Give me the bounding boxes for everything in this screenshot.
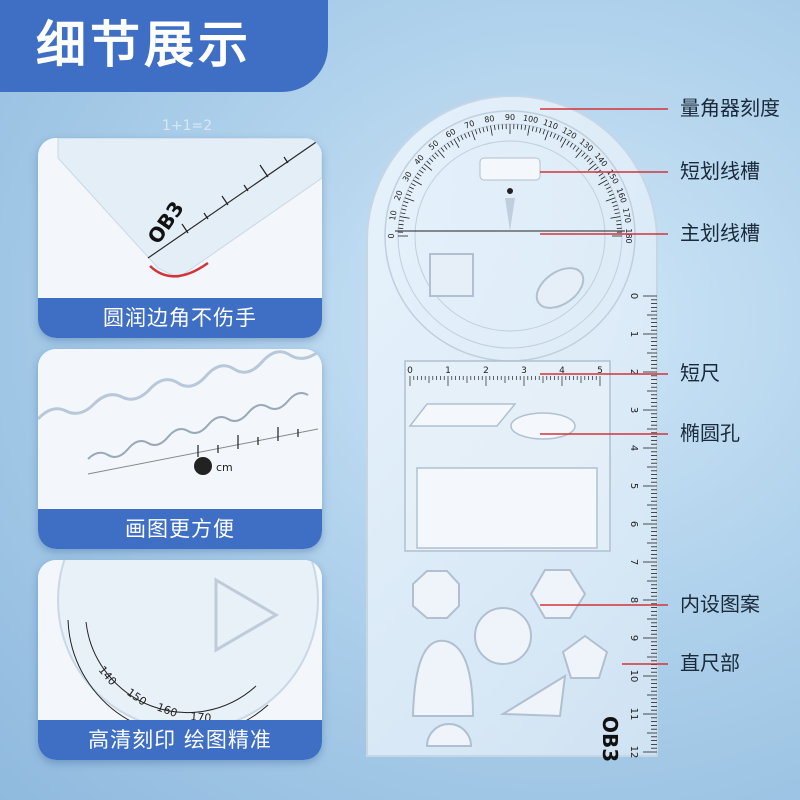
detail-panel-corner: OB3 圆润边角不伤手 (38, 138, 322, 338)
main-scale-label: 2 (628, 369, 639, 375)
arch-template (411, 639, 475, 717)
octagon-template (412, 570, 460, 619)
detail-panel-drawing: cm 画图更方便 (38, 349, 322, 549)
parallelogram-cutout (408, 403, 517, 427)
short-ruler-label: 2 (483, 366, 489, 376)
pentagon-template (561, 634, 609, 679)
short-ruler: 0 1 2 3 4 5 (404, 360, 611, 552)
brand-mark-text: OB3 (598, 716, 622, 762)
short-ruler-label: 4 (559, 366, 565, 376)
caption-drawing: 画图更方便 (38, 509, 322, 549)
protractor-label: 70 (463, 119, 476, 131)
main-scale-label: 12 (628, 746, 639, 759)
callout-ellipse-hole: 椭圆孔 (680, 421, 740, 445)
short-ruler-label: 3 (521, 366, 527, 376)
main-scale-label: 1 (628, 331, 639, 337)
circle-template (474, 607, 532, 665)
built-in-templates (411, 569, 609, 747)
protractor-label: 100 (522, 114, 539, 126)
protractor-label: 60 (444, 127, 457, 140)
protractor-label: 10 (388, 210, 399, 222)
main-scale-label: 4 (628, 445, 639, 451)
main-scale-label: 10 (628, 670, 639, 683)
main-scale-label: 0 (628, 293, 639, 299)
unit-label: cm (216, 461, 233, 474)
main-scale-label: 6 (628, 521, 639, 527)
protractor-label: 30 (401, 170, 414, 183)
main-scale-label: 8 (628, 597, 639, 603)
callout-straight-ruler: 直尺部 (680, 651, 740, 675)
oval-cutout (535, 267, 585, 309)
callout-short-ruler: 短尺 (680, 361, 720, 385)
main-scale-label: 11 (628, 708, 639, 721)
short-ruler-label: 1 (445, 366, 451, 376)
main-scale-label: 3 (628, 407, 639, 413)
protractor-label: 20 (393, 189, 405, 202)
short-groove (479, 157, 541, 181)
hexagon-template (529, 569, 587, 619)
detail-panel-engraving: 150 160 170 140 高清刻印 绘图精准 (38, 560, 322, 760)
callout-main-groove: 主划线槽 (680, 221, 760, 245)
protractor-label: 180 (624, 228, 633, 243)
short-ruler-label: 0 (407, 366, 413, 376)
protractor-label: 90 (505, 113, 515, 122)
triangle-cutout (429, 253, 474, 297)
protractor-label: 0 (387, 233, 396, 238)
short-ruler-scale: 0 1 2 3 4 5 (407, 366, 603, 386)
main-scale-label: 7 (628, 559, 639, 565)
page-title: 细节展示 (36, 16, 252, 74)
rectangle-cutout (416, 467, 598, 549)
callout-built-in-patterns: 内设图案 (680, 592, 760, 616)
main-scale-label: 9 (628, 635, 639, 641)
title-bar: 细节展示 (0, 0, 328, 92)
protractor-ticks (398, 124, 622, 237)
callout-protractor-scale: 量角器刻度 (680, 96, 780, 120)
triangle-template (499, 674, 567, 718)
main-scale-label: 5 (628, 483, 639, 489)
semicircle-template (425, 723, 473, 747)
protractor-label: 170 (621, 207, 633, 224)
caption-engraving: 高清刻印 绘图精准 (38, 720, 322, 760)
protractor-label: 80 (484, 114, 496, 125)
caption-corner: 圆润边角不伤手 (38, 298, 322, 338)
short-ruler-label: 5 (597, 366, 603, 376)
doodle-text: 1+1=2 (162, 118, 213, 134)
callout-short-groove: 短划线槽 (680, 159, 760, 183)
ellipse-hole (510, 412, 576, 440)
